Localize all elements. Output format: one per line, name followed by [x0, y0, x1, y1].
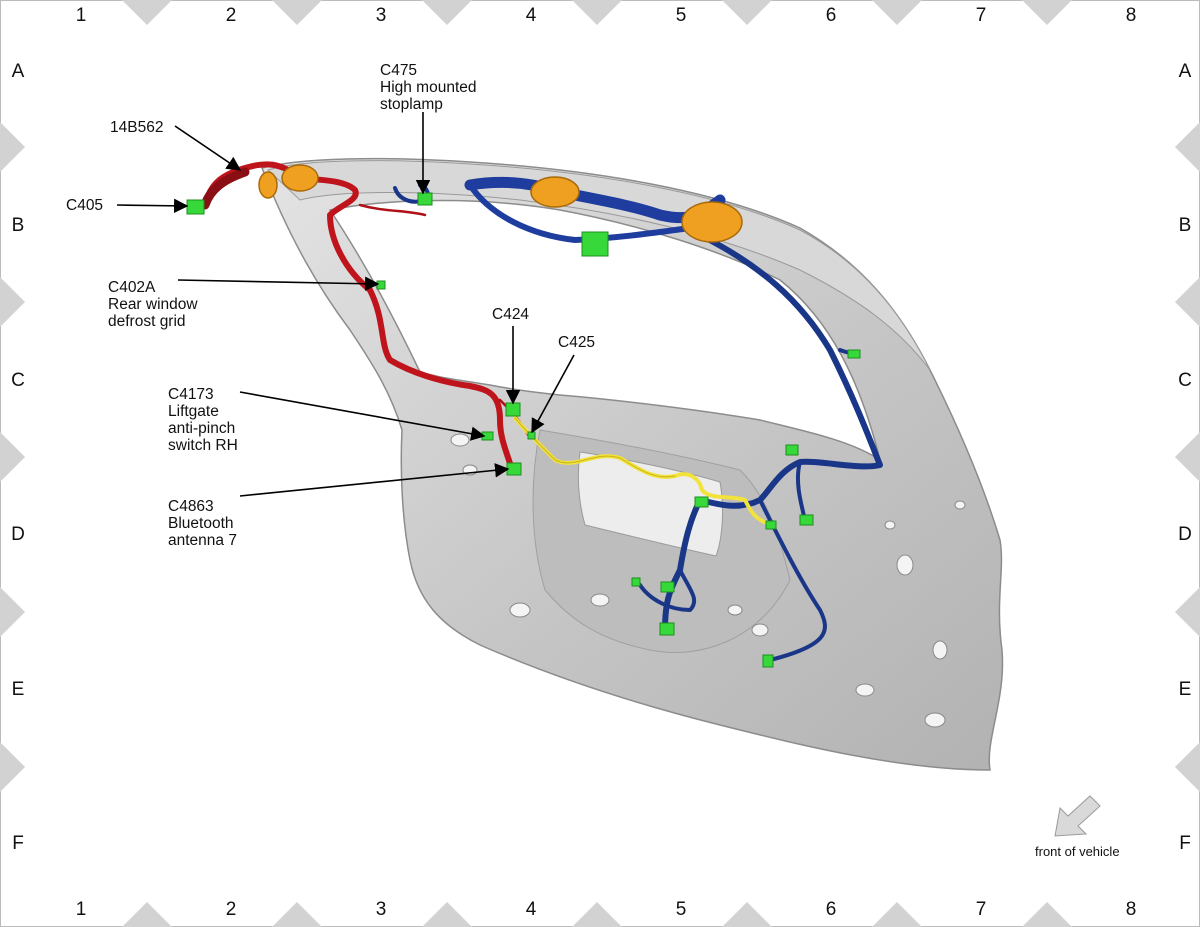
row-label-left: E — [12, 679, 25, 700]
col-label-top: 7 — [976, 5, 987, 26]
col-label-bottom: 8 — [1126, 899, 1137, 920]
callout-line: 14B562 — [110, 119, 163, 136]
col-label-top: 8 — [1126, 5, 1137, 26]
leader-14b562 — [174, 125, 242, 171]
col-label-bottom: 7 — [976, 899, 987, 920]
connector-block — [581, 231, 609, 257]
callout-line: antenna 7 — [168, 532, 237, 549]
callout-c4863: C4863 Bluetooth antenna 7 — [168, 498, 238, 549]
callout-line: Bluetooth — [168, 515, 234, 532]
leader-c4863 — [239, 463, 510, 497]
connectors — [186, 192, 861, 668]
grommet — [681, 201, 743, 243]
row-label-right: C — [1178, 370, 1192, 391]
row-label-right: F — [1179, 833, 1191, 854]
callout-line: C475 — [380, 62, 417, 79]
connector — [631, 577, 641, 587]
connector — [799, 514, 814, 526]
leader-lines — [116, 112, 575, 497]
col-label-top: 3 — [376, 5, 387, 26]
row-label-right: A — [1179, 61, 1192, 82]
col-label-bottom: 1 — [76, 899, 87, 920]
bottom-markers — [122, 902, 1072, 927]
row-label-left: D — [11, 524, 25, 545]
front-of-vehicle-label: front of vehicle — [1035, 844, 1120, 859]
callout-line: C425 — [558, 334, 595, 351]
grommets — [258, 164, 743, 243]
leader-c4173 — [239, 391, 486, 441]
callout-line: Liftgate — [168, 403, 219, 420]
red-harness-main — [202, 161, 515, 473]
callout-line: defrost grid — [108, 313, 186, 330]
row-label-right: B — [1179, 215, 1192, 236]
callout-line: C402A — [108, 279, 156, 296]
connector — [694, 496, 709, 508]
red-harness-cover — [200, 167, 250, 210]
col-label-top: 2 — [226, 5, 237, 26]
callout-14b562: 14B562 — [110, 119, 163, 136]
row-label-left: F — [12, 833, 24, 854]
row-label-right: D — [1178, 524, 1192, 545]
row-label-left: C — [11, 370, 25, 391]
leader-c425 — [531, 354, 575, 434]
callout-line: High mounted — [380, 79, 477, 96]
callout-c405: C405 — [66, 197, 103, 214]
connector-c425 — [527, 431, 536, 440]
leader-c402a — [177, 276, 380, 291]
col-label-top: 5 — [676, 5, 687, 26]
right-markers — [1175, 122, 1200, 792]
callout-c424: C424 — [492, 306, 529, 323]
callout-c402a: C402A Rear window defrost grid — [108, 279, 202, 330]
blue-harness-loop — [467, 182, 693, 243]
front-arrow-icon — [1054, 795, 1101, 837]
connector — [765, 520, 777, 530]
col-label-bottom: 3 — [376, 899, 387, 920]
top-markers — [122, 0, 1072, 25]
col-label-bottom: 6 — [826, 899, 837, 920]
panel-holes — [450, 433, 966, 728]
orientation-indicator: front of vehicle — [1035, 795, 1120, 859]
callout-line: anti-pinch — [168, 420, 235, 437]
col-label-top: 1 — [76, 5, 87, 26]
row-label-left: A — [12, 61, 25, 82]
connector — [762, 654, 774, 668]
callout-c475: C475 High mounted stoplamp — [380, 62, 481, 113]
row-label-left: B — [12, 215, 25, 236]
connector-c402a — [376, 280, 386, 290]
grommet — [281, 164, 319, 192]
col-label-top: 4 — [526, 5, 537, 26]
connector — [660, 581, 675, 593]
col-label-bottom: 4 — [526, 899, 537, 920]
callout-line: C4863 — [168, 498, 214, 515]
callout-line: Rear window — [108, 296, 198, 313]
col-label-top: 6 — [826, 5, 837, 26]
connector-c424 — [505, 402, 521, 417]
callout-line: C4173 — [168, 386, 214, 403]
grommet — [530, 176, 580, 208]
callout-line: stoplamp — [380, 96, 443, 113]
col-label-bottom: 2 — [226, 899, 237, 920]
left-markers — [0, 122, 25, 792]
callout-labels: C475 High mounted stoplamp 14B562 C405 C… — [66, 62, 595, 549]
connector-c4863 — [506, 462, 522, 476]
grid-labels: 1 2 3 4 5 6 7 8 1 2 3 4 5 6 7 8 A B C D … — [11, 5, 1192, 920]
connector — [659, 622, 675, 636]
connector-c475 — [417, 192, 433, 206]
col-label-bottom: 5 — [676, 899, 687, 920]
callout-c425: C425 — [558, 334, 595, 351]
grommet — [258, 171, 278, 199]
callout-line: switch RH — [168, 437, 238, 454]
harness-blue — [393, 176, 883, 662]
callout-line: C405 — [66, 197, 103, 214]
connector — [847, 349, 861, 359]
leader-c405 — [116, 198, 189, 214]
callout-c4173: C4173 Liftgate anti-pinch switch RH — [168, 386, 240, 454]
connector — [785, 444, 799, 456]
connector-c405 — [186, 199, 205, 215]
row-label-right: E — [1179, 679, 1192, 700]
blue-harness-lower — [393, 183, 857, 662]
callout-line: C424 — [492, 306, 529, 323]
